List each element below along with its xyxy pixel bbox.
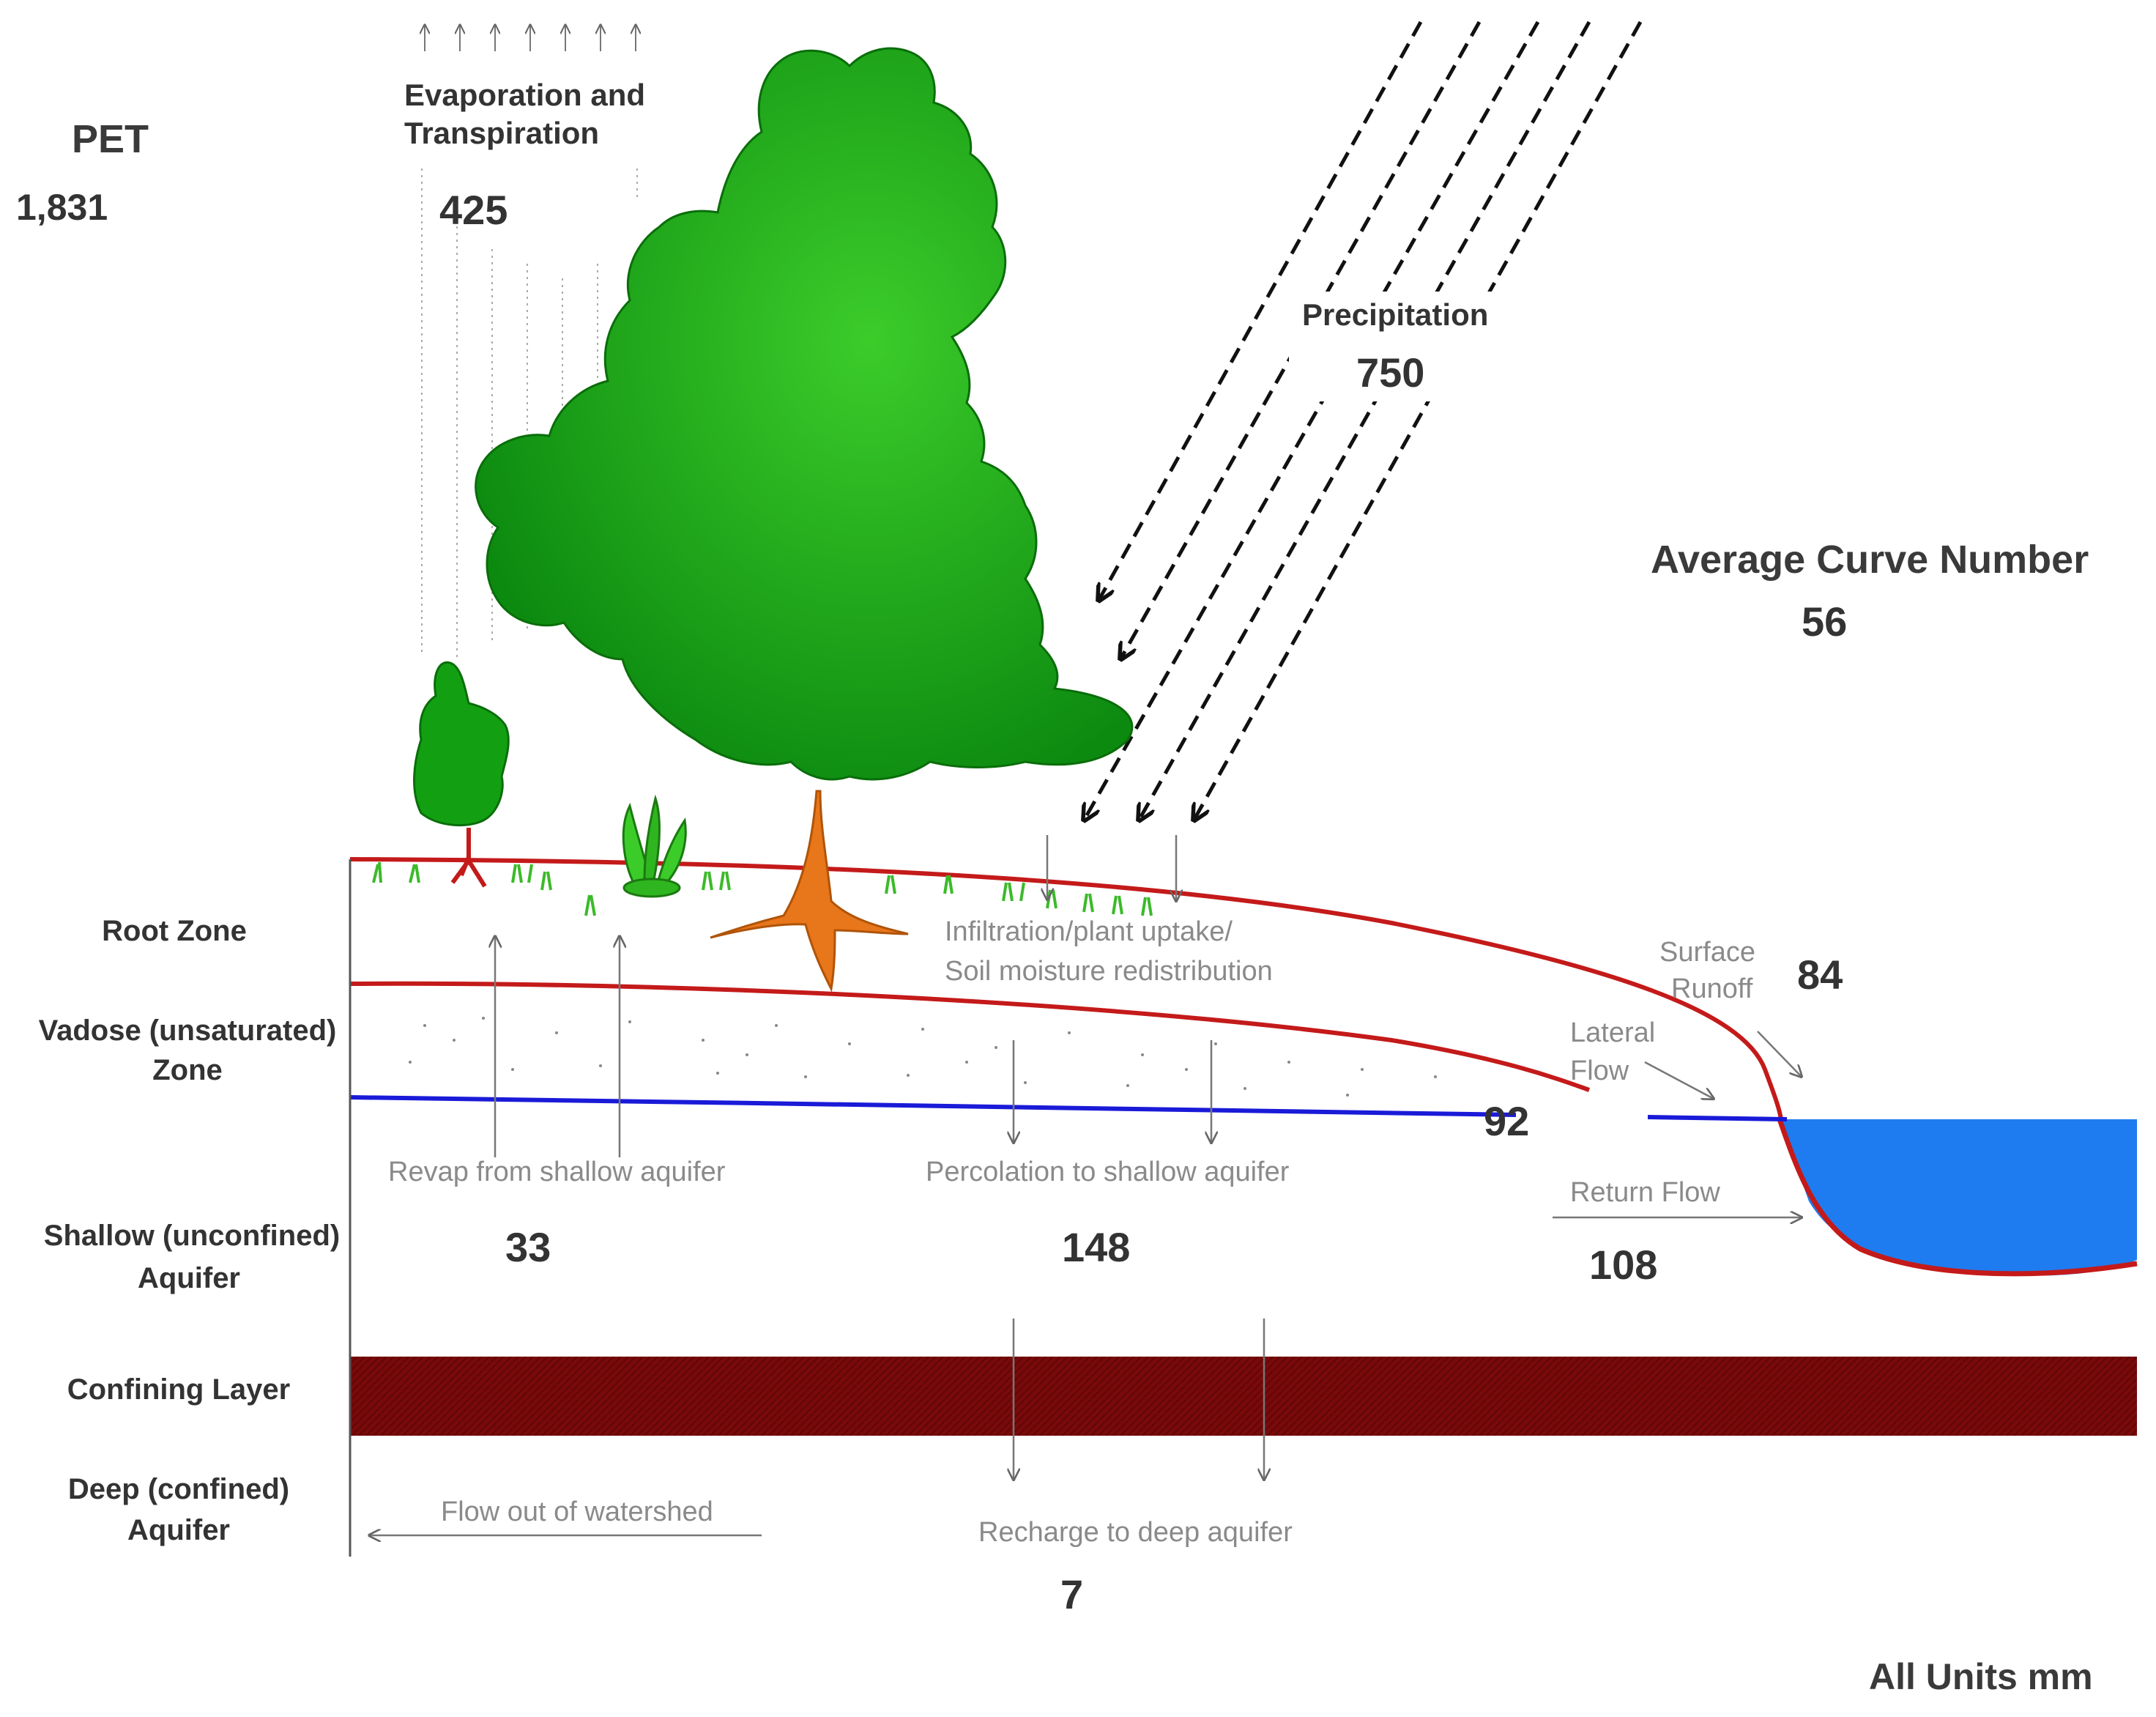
zone-shallow-line1: Shallow (unconfined)	[44, 1220, 340, 1252]
evaporation-arrows	[425, 25, 636, 51]
recharge-value: 7	[1060, 1571, 1083, 1617]
small-bush	[413, 661, 510, 888]
evap-label-line1: Evaporation and	[404, 78, 645, 112]
confining-layer	[350, 1357, 2137, 1436]
water-table-line-right	[1647, 1115, 1788, 1121]
zone-vadose-line2: Zone	[152, 1054, 223, 1086]
units-label: All Units mm	[1869, 1656, 2093, 1697]
surface-runoff-line2: Runoff	[1671, 974, 1753, 1004]
revap-label: Revap from shallow aquifer	[388, 1157, 726, 1187]
zone-shallow-line2: Aquifer	[138, 1262, 240, 1294]
return-flow-value: 108	[1589, 1242, 1657, 1288]
zone-root: Root Zone	[102, 915, 247, 947]
evap-label-line2: Transpiration	[404, 116, 599, 150]
lateral-flow-line1: Lateral	[1570, 1017, 1655, 1048]
precip-value: 750	[1356, 349, 1424, 396]
curve-number-label: Average Curve Number	[1651, 538, 2089, 582]
root-zone-boundary	[349, 981, 1591, 1092]
small-plant	[622, 794, 687, 898]
pet-value: 1,831	[16, 187, 108, 228]
water-table-line	[349, 1095, 1517, 1117]
zone-deep-line1: Deep (confined)	[68, 1473, 289, 1505]
infiltration-line2: Soil moisture redistribution	[945, 956, 1273, 987]
vadose-dots	[409, 1017, 1437, 1097]
precip-label-bg	[1289, 292, 1509, 401]
tree-canopy	[475, 47, 1134, 781]
revap-value: 33	[505, 1224, 551, 1270]
flow-arrows	[369, 835, 1802, 1535]
tree	[475, 47, 1134, 993]
return-flow-label: Return Flow	[1570, 1177, 1720, 1208]
surface-runoff-value: 84	[1797, 952, 1843, 998]
zone-vadose-line1: Vadose (unsaturated)	[39, 1015, 337, 1047]
pet-label: PET	[72, 117, 149, 161]
precipitation-arrows	[1084, 21, 1643, 820]
surface-runoff-line1: Surface	[1659, 937, 1755, 968]
percolation-value: 148	[1062, 1224, 1130, 1270]
stream-bank	[1777, 1118, 2138, 1277]
zone-deep-line2: Aquifer	[127, 1514, 230, 1546]
recharge-label: Recharge to deep aquifer	[978, 1517, 1293, 1548]
flow-out-label: Flow out of watershed	[441, 1497, 713, 1527]
zone-confining: Confining Layer	[67, 1373, 290, 1406]
grass	[372, 861, 1153, 916]
precip-label: Precipitation	[1302, 297, 1488, 332]
curve-number-value: 56	[1802, 598, 1847, 645]
infiltration-line1: Infiltration/plant uptake/	[945, 916, 1233, 947]
lateral-flow-line2: Flow	[1570, 1056, 1629, 1086]
stream-water	[1780, 1119, 2137, 1276]
lateral-flow-value: 92	[1484, 1098, 1529, 1144]
evap-value: 425	[439, 187, 508, 233]
percolation-label: Percolation to shallow aquifer	[926, 1157, 1290, 1187]
